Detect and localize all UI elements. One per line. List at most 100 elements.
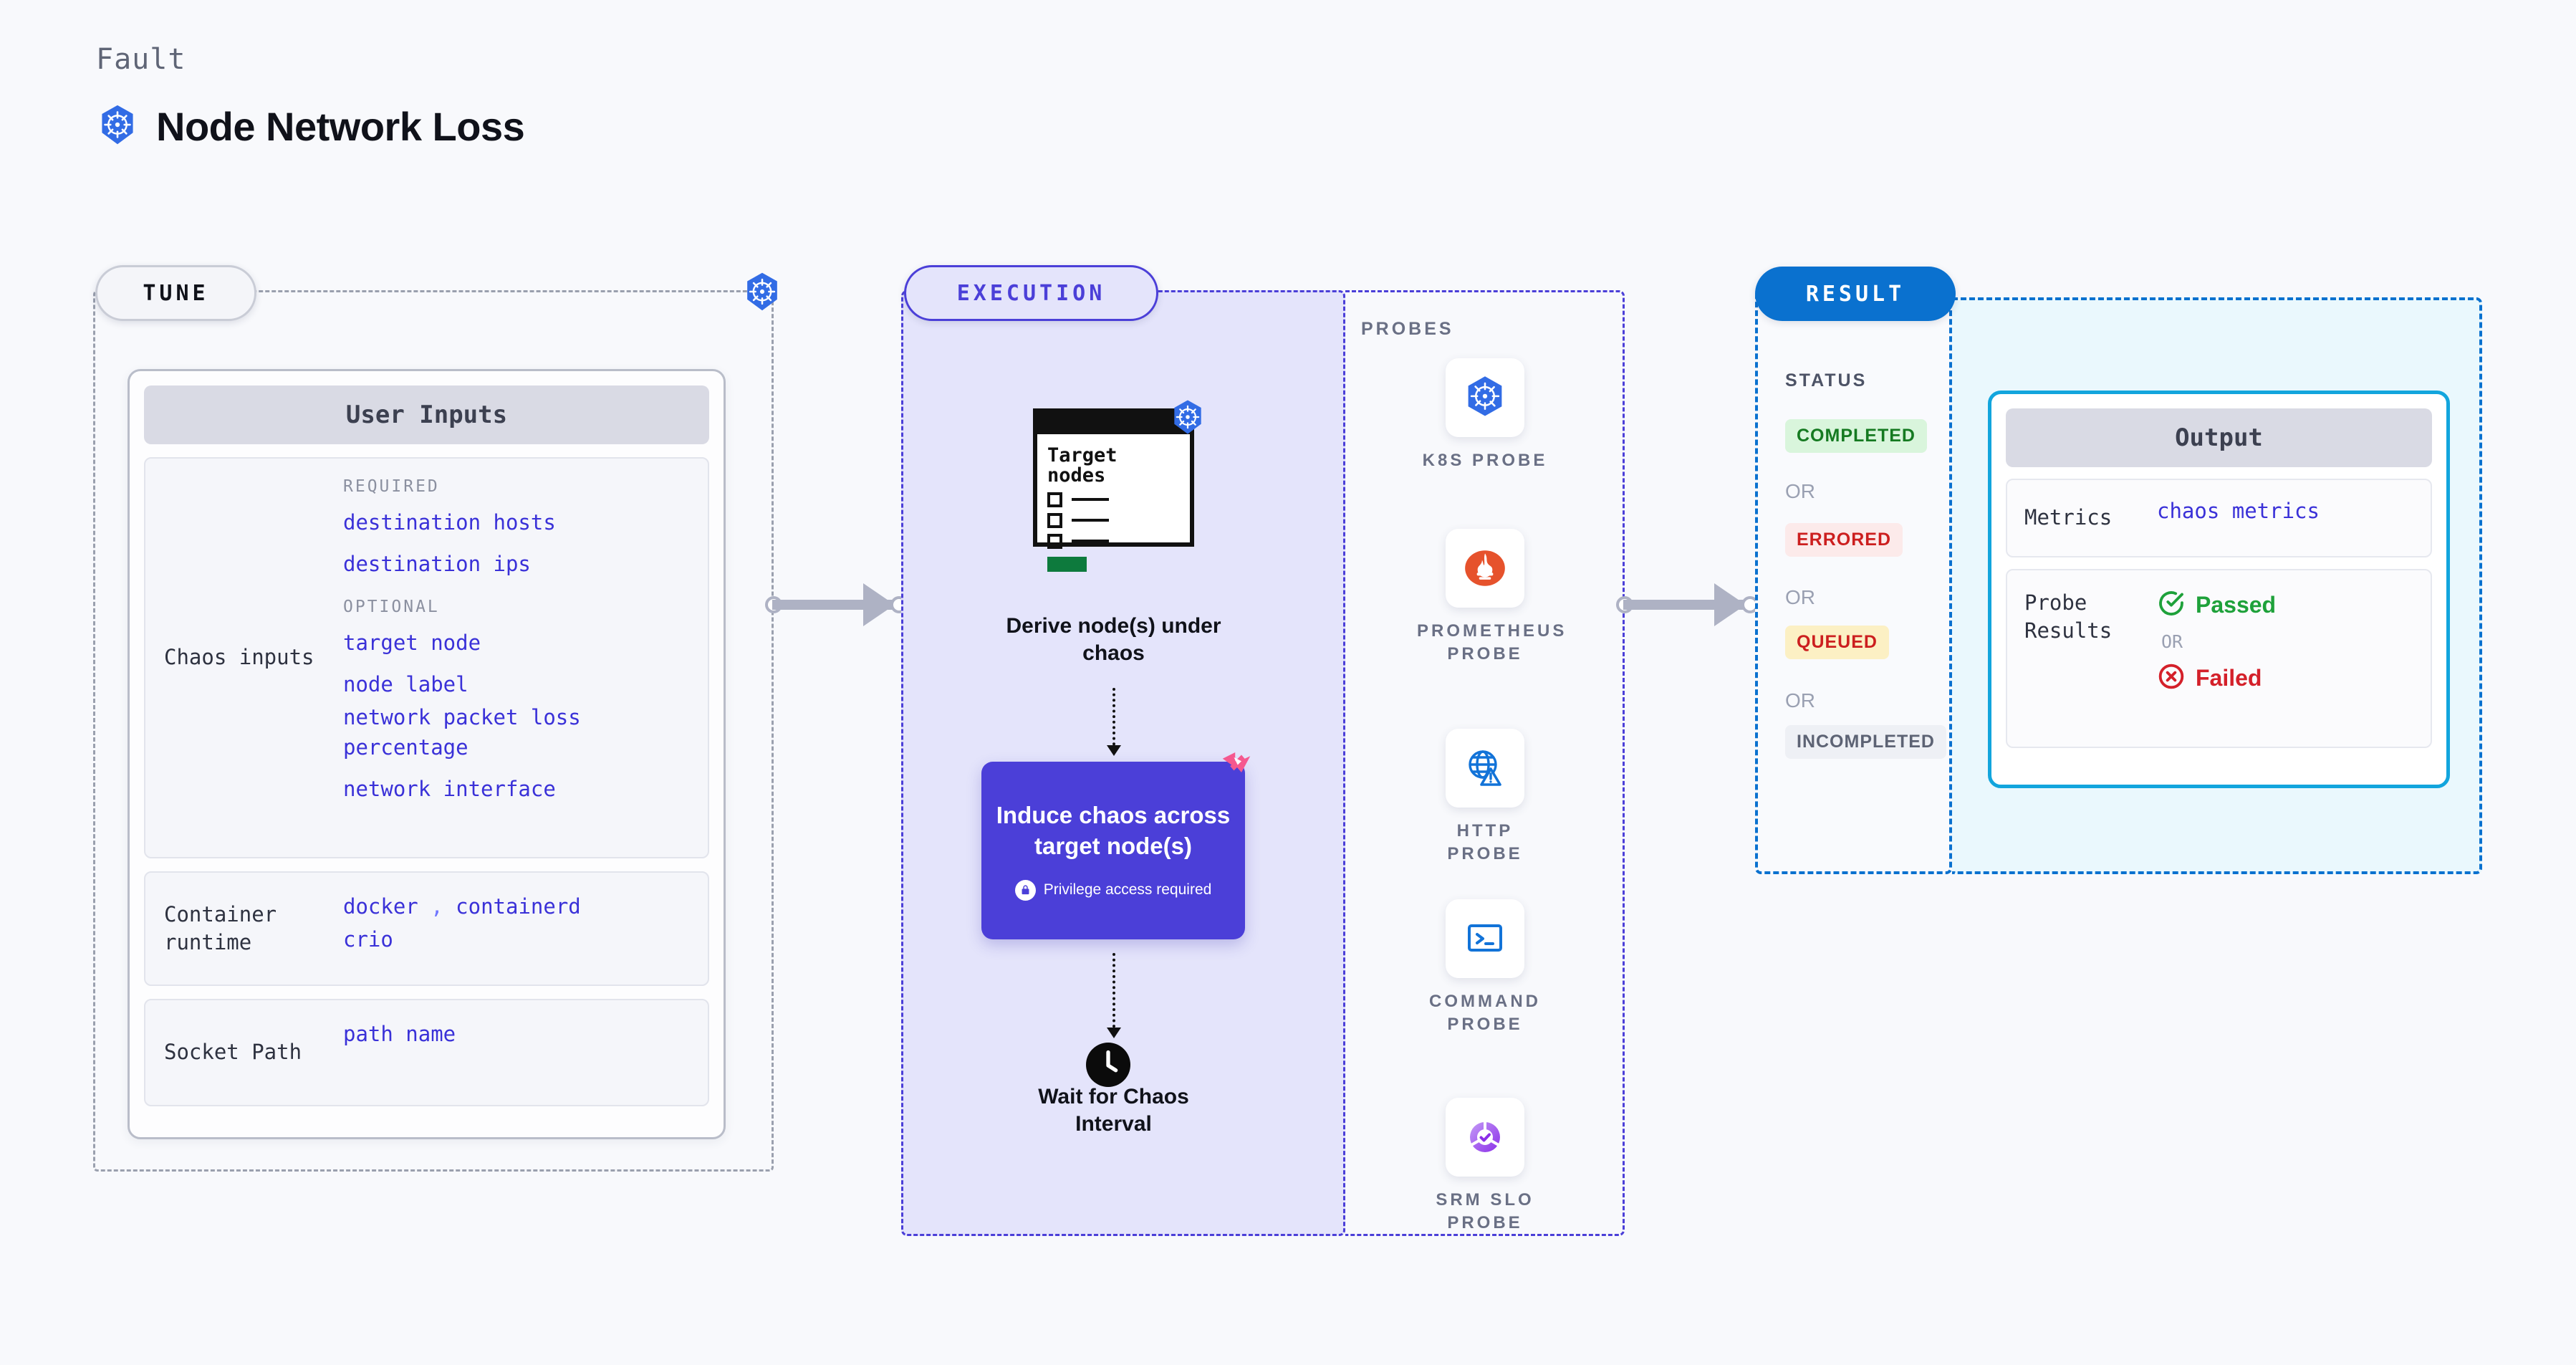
output-metrics-row: Metrics chaos metrics (2006, 479, 2432, 557)
check-circle-icon (2157, 589, 2186, 621)
probe-result-or: OR (2161, 631, 2183, 652)
kubernetes-icon (96, 103, 139, 150)
target-node-list-item (1047, 512, 1180, 528)
confirm-button[interactable] (1047, 556, 1087, 572)
probe-label-command: COMMAND PROBE (1429, 992, 1541, 1035)
input-destination-ips[interactable]: destination ips (343, 552, 531, 577)
socket-path-label: Socket Path (164, 1040, 302, 1065)
flow-arrow-2 (1112, 953, 1115, 1033)
probe-item-prometheus[interactable]: PROMETHEUS PROBE (1417, 529, 1567, 666)
input-destination-hosts[interactable]: destination hosts (343, 510, 556, 535)
value-separator: , (431, 894, 443, 919)
target-nodes-card: Target nodes (1033, 408, 1194, 572)
metrics-value[interactable]: chaos metrics (2157, 499, 2320, 523)
value-containerd[interactable]: containerd (456, 894, 581, 919)
status-or-2: OR (1785, 586, 1815, 608)
execution-pill[interactable]: EXECUTION (904, 265, 1158, 321)
target-nodes-card-titlebar (1037, 413, 1190, 434)
flow-arrowhead-2 (1107, 1028, 1121, 1038)
status-title: STATUS (1785, 370, 1868, 391)
input-network-interface[interactable]: network interface (343, 777, 556, 802)
checkbox-icon[interactable] (1047, 533, 1062, 549)
result-pill[interactable]: RESULT (1755, 267, 1956, 321)
output-card: Output Metrics chaos metrics Probe Resul… (1988, 391, 2450, 788)
failed-label: Failed (2196, 665, 2262, 691)
optional-group-title: OPTIONAL (343, 598, 440, 617)
lock-icon (1014, 879, 1036, 901)
probe-label-http: HTTP PROBE (1447, 821, 1523, 864)
prometheus-icon (1446, 529, 1524, 608)
placeholder-line (1072, 540, 1109, 543)
probe-results-label: Probe Results (2024, 590, 2113, 643)
metrics-label: Metrics (2024, 505, 2113, 530)
tune-content: User Inputs Chaos inputs REQUIRED destin… (93, 290, 774, 1172)
probe-item-srm-slo[interactable]: SRM SLO PROBE (1417, 1098, 1553, 1235)
chaos-inputs-row: Chaos inputs REQUIRED destination hosts … (144, 457, 709, 858)
connector-arrowhead (863, 583, 895, 626)
flow-arrowhead-1 (1107, 745, 1121, 756)
checkbox-icon[interactable] (1047, 512, 1062, 528)
probe-result-passed: Passed (2157, 589, 2276, 621)
privilege-note: Privilege access required (1014, 879, 1212, 901)
placeholder-line (1072, 519, 1109, 522)
placeholder-line (1072, 498, 1109, 502)
container-runtime-row: Container runtime docker , containerd cr… (144, 871, 709, 986)
socket-path-row: Socket Path path name (144, 999, 709, 1106)
x-circle-icon (2157, 662, 2186, 694)
tune-pill[interactable]: TUNE (95, 265, 256, 321)
probe-label-k8s: K8S PROBE (1422, 451, 1548, 470)
user-inputs-card-title: User Inputs (144, 385, 709, 444)
probe-label-prometheus: PROMETHEUS PROBE (1417, 621, 1567, 664)
required-group-title: REQUIRED (343, 477, 440, 496)
container-runtime-values-line1: docker , containerd (343, 891, 689, 921)
container-runtime-label: Container runtime (164, 901, 277, 954)
probe-item-command[interactable]: COMMAND PROBE (1417, 899, 1553, 1037)
connector-arrowhead (1714, 583, 1746, 626)
globe-warning-icon (1446, 729, 1524, 808)
target-nodes-title-line2: nodes (1047, 464, 1106, 487)
status-or-3: OR (1785, 689, 1815, 712)
value-docker[interactable]: docker (343, 894, 418, 919)
page-title: Node Network Loss (156, 104, 525, 149)
probe-item-k8s[interactable]: K8S PROBE (1417, 358, 1553, 472)
probe-label-srm-slo: SRM SLO PROBE (1436, 1190, 1534, 1233)
status-or-1: OR (1785, 480, 1815, 502)
input-node-label[interactable]: node label (343, 672, 468, 697)
fault-eyebrow-label: Fault (96, 43, 186, 76)
probe-item-http[interactable]: HTTP PROBE (1417, 729, 1553, 866)
input-target-node[interactable]: target node (343, 631, 481, 656)
clock-icon (1086, 1043, 1130, 1087)
probes-title: PROBES (1361, 319, 1454, 339)
derive-nodes-step-label: Derive node(s) under chaos (1006, 614, 1221, 665)
kubernetes-icon (1169, 398, 1206, 439)
user-inputs-card: User Inputs Chaos inputs REQUIRED destin… (128, 369, 726, 1139)
target-node-list-item (1047, 492, 1180, 507)
chaos-inputs-label: Chaos inputs (164, 645, 314, 670)
value-crio[interactable]: crio (343, 927, 393, 952)
output-card-title: Output (2006, 408, 2432, 467)
induce-chaos-box[interactable]: Induce chaos across target node(s) Privi… (981, 762, 1245, 939)
target-node-list-item (1047, 533, 1180, 549)
value-path-name[interactable]: path name (343, 1022, 456, 1046)
terminal-icon (1446, 899, 1524, 978)
target-nodes-title-line1: Target (1047, 444, 1118, 466)
output-probe-results-row: Probe Results Passed OR (2006, 569, 2432, 748)
page-header: Fault Node Network Loss (96, 43, 525, 150)
wait-chaos-interval-step-label: Wait for Chaos Interval (1038, 1085, 1189, 1136)
probe-result-failed: Failed (2157, 662, 2276, 694)
result-status-region (1755, 290, 1952, 874)
kubernetes-icon (1446, 358, 1524, 437)
flow-arrow-1 (1112, 688, 1115, 751)
passed-label: Passed (2196, 592, 2277, 618)
checkbox-icon[interactable] (1047, 492, 1062, 507)
input-network-packet-loss-percentage[interactable]: network packet loss percentage (343, 705, 581, 760)
status-badge-completed: COMPLETED (1785, 419, 1927, 453)
status-badge-queued: QUEUED (1785, 626, 1889, 659)
status-badge-incompleted: INCOMPLETED (1785, 725, 1946, 759)
slo-donut-check-icon (1446, 1098, 1524, 1177)
privilege-note-text: Privilege access required (1043, 881, 1212, 899)
kubernetes-icon (741, 271, 783, 316)
fault-title-row: Node Network Loss (96, 103, 525, 150)
status-badge-errored: ERRORED (1785, 523, 1903, 557)
tune-panel-region (93, 290, 774, 1172)
